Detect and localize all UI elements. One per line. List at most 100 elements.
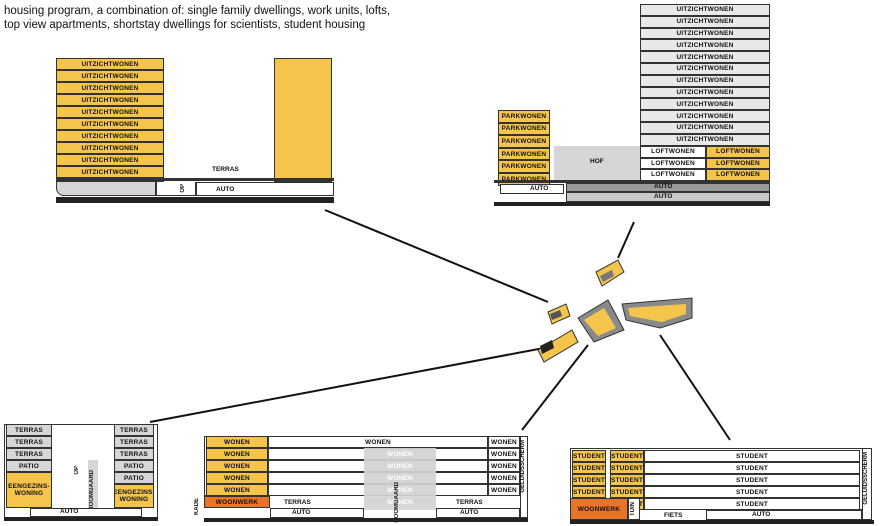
boomgaard-c-label: BOOMGAARD	[89, 470, 95, 511]
woonwerk-e: WOONWERK	[570, 498, 628, 520]
ground-a	[56, 197, 334, 203]
op-space	[156, 182, 196, 196]
uitzichtwonen-a-left-floor: UITZICHTWONEN	[56, 58, 164, 70]
student-e-a: STUDENT	[572, 462, 606, 474]
student-e-b: STUDENT	[610, 462, 644, 474]
terras-d2: TERRAS	[456, 499, 483, 506]
loftwonen-floor-yellow: LOFTWONEN	[706, 169, 770, 181]
parkwonen-floor: PARKWONEN	[498, 110, 550, 123]
uitzichtwonen-b-floor: UITZICHTWONEN	[640, 110, 770, 122]
student-e-b: STUDENT	[610, 450, 644, 462]
auto-b3-label: AUTO	[654, 193, 673, 200]
ground-c	[4, 517, 158, 521]
wonen-d-main: WONEN	[268, 436, 488, 448]
deck-b	[494, 180, 770, 183]
wonen-d-right: WONEN	[488, 460, 520, 472]
auto-b2	[566, 183, 770, 192]
op-c-label: OP	[74, 466, 80, 475]
boomgaard-d-label: BOOMGAARD	[394, 482, 400, 523]
section-c-right-unit: TERRAS	[114, 448, 154, 460]
site-plan	[537, 259, 693, 363]
student-e-main: STUDENT	[644, 450, 860, 462]
eengezinswoning-left: EENGEZINS- WONING	[6, 472, 52, 508]
terras-label: TERRAS	[212, 166, 239, 173]
auto-b1-label: AUTO	[530, 185, 549, 192]
student-e-main: STUDENT	[644, 498, 860, 510]
podium-left	[56, 182, 156, 196]
student-e-a: STUDENT	[572, 486, 606, 498]
auto-d1-label: AUTO	[292, 509, 311, 516]
uitzichtwonen-b-floor: UITZICHTWONEN	[640, 122, 770, 134]
section-c-right-unit: TERRAS	[114, 436, 154, 448]
terras-deck	[56, 178, 334, 181]
ground-d	[204, 518, 528, 522]
wonen-d-yellow: WONEN	[206, 448, 268, 460]
uitzichtwonen-b-floor: UITZICHTWONEN	[640, 74, 770, 87]
section-c-left-unit: TERRAS	[6, 424, 52, 436]
wonen-d-right: WONEN	[488, 436, 520, 448]
wonen-d-ghost: WONEN	[364, 449, 436, 459]
terras-d1: TERRAS	[284, 499, 311, 506]
uitzichtwonen-a-left-floor: UITZICHTWONEN	[56, 154, 164, 166]
student-e-a: STUDENT	[572, 450, 606, 462]
uitzichtwonen-b-floor: UITZICHTWONEN	[640, 15, 770, 28]
tuin	[628, 498, 640, 520]
auto-b1	[500, 184, 564, 194]
section-c-left-unit: TERRAS	[6, 448, 52, 460]
fiets-label: FIETS	[664, 512, 683, 519]
auto-a-label: AUTO	[216, 186, 235, 193]
student-e-main: STUDENT	[644, 486, 860, 498]
geluidsscherm-d	[520, 436, 528, 518]
student-e-a: STUDENT	[572, 474, 606, 486]
loftwonen-floor-yellow: LOFTWONEN	[706, 157, 770, 169]
eengezinswoning-right: EENGEZINS- WONING	[114, 484, 154, 508]
tower-a-right	[274, 58, 332, 182]
student-e-b: STUDENT	[610, 474, 644, 486]
wonen-d-ghost: WONEN	[364, 473, 436, 483]
uitzichtwonen-a-left-floor: UITZICHTWONEN	[56, 166, 164, 178]
program-caption: housing program, a combination of: singl…	[4, 5, 391, 31]
uitzichtwonen-b-floor: UITZICHTWONEN	[640, 27, 770, 40]
loftwonen-floor: LOFTWONEN	[640, 146, 706, 158]
wonen-d-ghost: WONEN	[364, 461, 436, 471]
wonen-d-right: WONEN	[488, 472, 520, 484]
auto-c-label: AUTO	[60, 508, 79, 515]
parkwonen-floor: PARKWONEN	[498, 135, 550, 148]
wonen-d-yellow: WONEN	[206, 484, 268, 496]
uitzichtwonen-a-left-floor: UITZICHTWONEN	[56, 106, 164, 118]
boomgaard-c	[88, 460, 98, 508]
parkwonen-floor: PARKWONEN	[498, 160, 550, 173]
student-e-b: STUDENT	[610, 486, 644, 498]
auto-d2-label: AUTO	[460, 509, 479, 516]
wonen-d-ghost: WONEN	[364, 497, 436, 507]
uitzichtwonen-b-floor: UITZICHTWONEN	[640, 51, 770, 63]
parkwonen-floor: PARKWONEN	[498, 122, 550, 136]
auto-b2-label: AUTO	[654, 183, 673, 190]
auto-e	[706, 510, 862, 520]
uitzichtwonen-b-floor: UITZICHTWONEN	[640, 98, 770, 111]
uitzichtwonen-b-floor: UITZICHTWONEN	[640, 4, 770, 16]
uitzichtwonen-a-left-floor: UITZICHTWONEN	[56, 118, 164, 130]
section-c-left-unit: PATIO	[6, 460, 52, 472]
uitzichtwonen-a-left-floor: UITZICHTWONEN	[56, 94, 164, 106]
patio-c-right: PATIO	[114, 472, 154, 484]
loftwonen-floor-yellow: LOFTWONEN	[706, 146, 770, 158]
auto-c	[30, 508, 142, 517]
uitzichtwonen-a-left-floor: UITZICHTWONEN	[56, 142, 164, 154]
auto-d1	[270, 508, 364, 518]
woonwerk-d: WOONWERK	[204, 496, 270, 508]
ground-e	[570, 520, 874, 524]
wonen-d-yellow: WONEN	[206, 472, 268, 484]
wonen-d-right: WONEN	[488, 448, 520, 460]
hof	[554, 146, 640, 180]
op-label: OP	[180, 184, 186, 193]
section-c-right-unit: PATIO	[114, 460, 154, 472]
loftwonen-floor: LOFTWONEN	[640, 157, 706, 169]
uitzichtwonen-b-floor: UITZICHTWONEN	[640, 86, 770, 99]
auto-e-label: AUTO	[752, 511, 771, 518]
geluidsscherm-d-label: GELUIDSSCHERM	[520, 440, 526, 493]
tuin-label: TUIN	[630, 502, 636, 516]
kade-label: KADE	[194, 498, 200, 516]
wonen-d-ghost: WONEN	[364, 485, 436, 495]
